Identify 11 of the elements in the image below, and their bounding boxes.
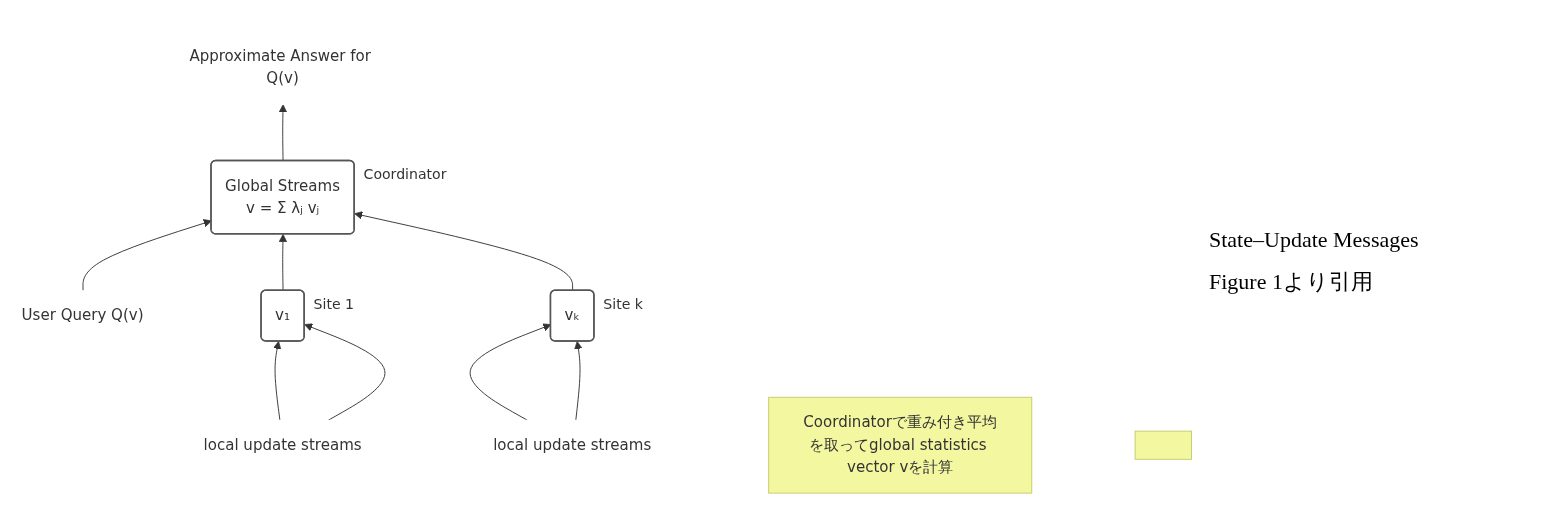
annotation-text: State–Update Messages [1209, 227, 1420, 253]
node-box [1134, 430, 1192, 460]
node-text: User Query Q(v) [21, 306, 144, 325]
node-text: local update streams [203, 435, 362, 454]
node-caption: Coordinator [363, 166, 447, 183]
node-caption: Site k [603, 296, 643, 312]
node-text: Approximate Answer for Q(v) [189, 46, 372, 88]
node-text: local update streams [493, 435, 652, 454]
node-box: Coordinatorで重み付き平均を取ってglobal statistics vector vを計算 [768, 396, 1033, 494]
node-caption: Site 1 [313, 296, 354, 312]
annotation-text: Figure 1より引用 [1209, 268, 1374, 296]
